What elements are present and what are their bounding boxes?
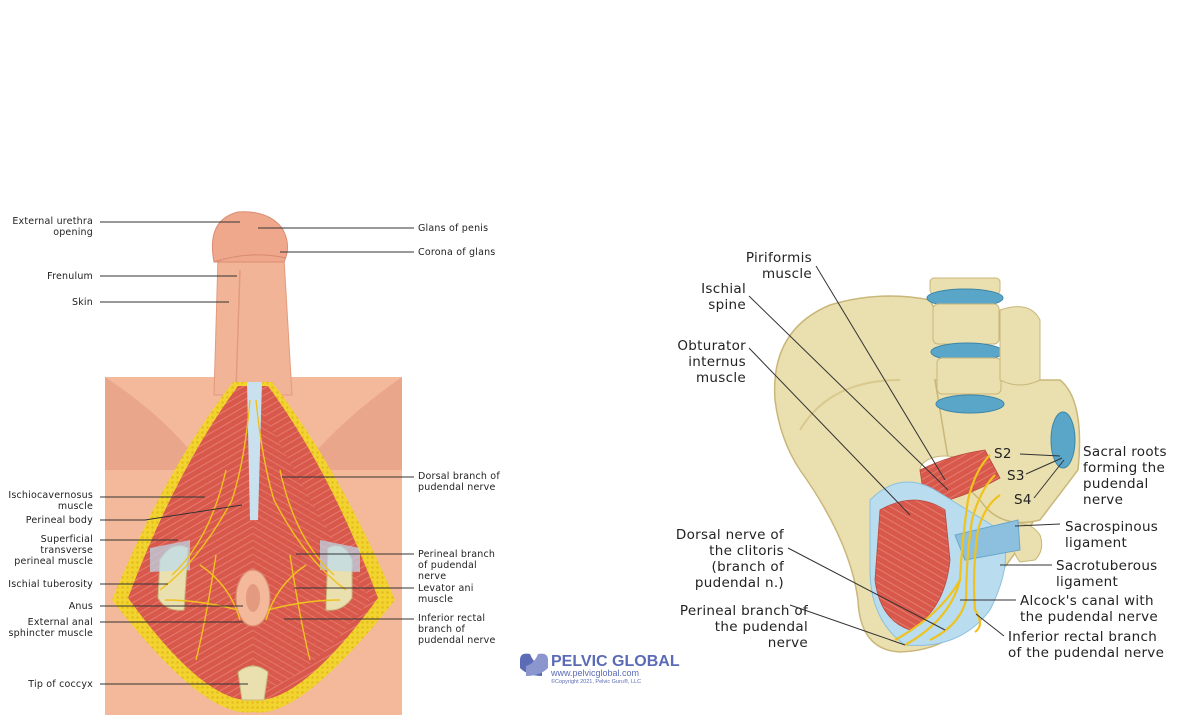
label-skin: Skin bbox=[72, 297, 93, 308]
penis-shaft bbox=[213, 257, 293, 396]
pudendal-nerve bbox=[894, 454, 1001, 646]
label-root-s3: S3 bbox=[1007, 468, 1025, 484]
label-glans-of-penis: Glans of penis bbox=[418, 223, 488, 234]
label-perineal-body: Perineal body bbox=[26, 515, 93, 526]
logo-url: www.pelvicglobal.com bbox=[550, 668, 639, 678]
coccyx-tip bbox=[237, 665, 269, 701]
pelvis-logo-icon bbox=[520, 653, 548, 676]
label-root-s2: S2 bbox=[994, 446, 1012, 462]
label-tip-of-coccyx: Tip of coccyx bbox=[27, 679, 93, 690]
label-root-s4: S4 bbox=[1014, 492, 1032, 508]
sacroiliac-joint bbox=[1050, 411, 1076, 469]
label-anus: Anus bbox=[69, 601, 93, 612]
label-frenulum: Frenulum bbox=[47, 271, 93, 282]
male-perineum-illustration bbox=[105, 211, 402, 715]
pudendal-nerve-branches bbox=[159, 399, 347, 661]
glans-penis bbox=[211, 211, 288, 263]
obturator-internus-muscle bbox=[874, 499, 951, 631]
pelvic-global-logo: PELVIC GLOBAL www.pelvicglobal.com ©Copy… bbox=[520, 653, 680, 685]
label-ischial-tuberosity: Ischial tuberosity bbox=[8, 579, 93, 590]
lumbar-vertebrae bbox=[926, 277, 1041, 414]
logo-copyright: ©Copyright 2021, Pelvic Guru®, LLC bbox=[551, 678, 641, 685]
logo-title: PELVIC GLOBAL bbox=[551, 653, 680, 670]
label-corona-of-glans: Corona of glans bbox=[418, 247, 495, 258]
